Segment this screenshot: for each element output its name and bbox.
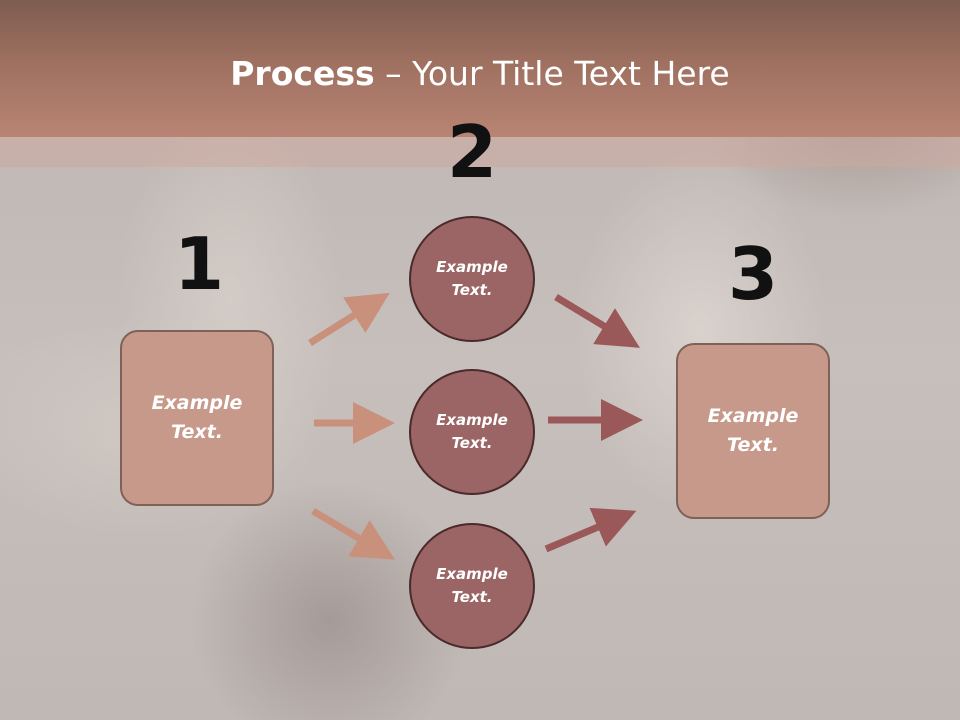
- slide-title-bold: Process: [230, 54, 375, 93]
- process-circle-middle-text: Example Text.: [436, 411, 508, 452]
- process-circle-top-text: Example Text.: [436, 258, 508, 299]
- process-circle-bottom: Example Text.: [409, 523, 535, 649]
- arrow-box-to-circle-top: [308, 292, 390, 346]
- arrow-circle-top-to-box: [554, 294, 640, 348]
- title-banner-band: [0, 137, 960, 167]
- process-circle-bottom-text: Example Text.: [436, 565, 508, 606]
- step-number-3: 3: [727, 232, 779, 316]
- step-number-1: 1: [173, 222, 225, 306]
- slide-title-rest: – Your Title Text Here: [374, 54, 730, 93]
- title-banner: [0, 0, 960, 137]
- process-box-start-text: Example Text.: [151, 392, 243, 443]
- arrow-box-to-circle-bottom: [311, 507, 396, 560]
- slide-title: Process – Your Title Text Here: [0, 52, 960, 96]
- process-circle-middle: Example Text.: [409, 369, 535, 495]
- process-box-end: Example Text.: [676, 343, 830, 519]
- arrow-circle-bottom-to-box: [544, 507, 637, 553]
- process-box-start: Example Text.: [120, 330, 274, 506]
- step-number-2: 2: [446, 110, 498, 194]
- process-circle-top: Example Text.: [409, 216, 535, 342]
- process-box-end-text: Example Text.: [707, 405, 799, 456]
